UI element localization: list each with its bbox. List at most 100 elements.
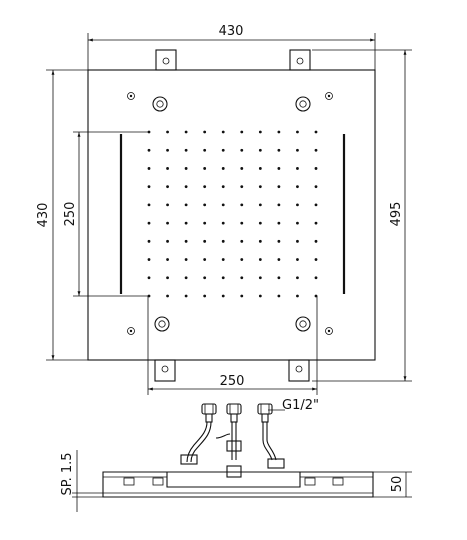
nozzle-dot	[147, 130, 151, 134]
dim-side-height-label: 50	[390, 476, 405, 493]
dim-right-height-label: 495	[389, 202, 404, 227]
valve-3	[257, 403, 273, 423]
nozzle-dot	[258, 203, 262, 207]
nozzle-dot	[240, 258, 244, 261]
nozzle-dot	[314, 148, 318, 152]
thread-label: G1/2"	[282, 398, 319, 413]
dim-inner-height: 250	[63, 131, 148, 297]
nozzle-dot	[314, 239, 318, 243]
nozzle-dot	[258, 148, 262, 152]
dim-inner-width: 250	[147, 296, 318, 395]
shower-body	[102, 471, 374, 498]
dim-top-width: 430	[87, 24, 376, 70]
dim-inner-width-label: 250	[220, 374, 245, 389]
dim-right-height: 495	[312, 49, 412, 382]
nozzle-dot	[258, 130, 262, 134]
dim-top-width-label: 430	[219, 24, 244, 39]
nozzle-dot	[166, 185, 169, 189]
nozzle-dot	[203, 185, 207, 189]
dim-plate-thickness-label: SP. 1.5	[60, 452, 75, 495]
nozzle-dot	[166, 294, 169, 298]
nozzle-dot	[258, 276, 262, 280]
nozzle-dot	[296, 130, 299, 134]
nozzle-dot	[296, 258, 299, 261]
nozzle-dot	[314, 185, 318, 189]
nozzle-dot	[147, 258, 151, 261]
nozzle-dot	[147, 221, 151, 225]
nozzle-dot	[221, 203, 225, 207]
nozzle-dot	[184, 294, 188, 298]
nozzle-dot	[203, 294, 207, 298]
nozzle-dot	[221, 294, 225, 298]
nozzle-dot	[296, 185, 299, 189]
nozzle-dot	[240, 294, 244, 298]
nozzle-dot	[277, 148, 281, 152]
nozzle-dot	[314, 167, 318, 170]
nozzle-dot	[221, 221, 225, 225]
nozzle-dot	[277, 239, 281, 243]
nozzle-dot	[240, 276, 244, 280]
nozzle-dot	[258, 239, 262, 243]
nozzle-dot	[221, 276, 225, 280]
nozzle-dot	[184, 258, 188, 261]
nozzle-dot	[184, 276, 188, 280]
nozzle-dot	[147, 167, 151, 170]
nozzle-dot	[184, 221, 188, 225]
nozzle-dot	[314, 221, 318, 225]
jet-circles	[152, 96, 311, 332]
nozzle-dot	[203, 167, 207, 170]
nozzle-dot	[277, 130, 281, 134]
side-view: G1/2" 50 SP. 1.5	[60, 398, 412, 512]
nozzle-dot	[203, 276, 207, 280]
nozzle-dot	[314, 130, 318, 134]
nozzle-dot	[166, 258, 169, 261]
dim-inner-height-label: 250	[63, 202, 78, 227]
nozzle-dot	[166, 221, 169, 225]
nozzle-dot	[221, 185, 225, 189]
nozzle-dot	[184, 239, 188, 243]
nozzle-dot	[166, 203, 169, 207]
nozzle-dot	[296, 221, 299, 225]
nozzle-dot	[221, 167, 225, 170]
nozzle-dot	[240, 185, 244, 189]
nozzle-dot	[147, 148, 151, 152]
nozzle-dot	[184, 130, 188, 134]
thread-callout: G1/2"	[268, 398, 319, 413]
nozzle-dot	[166, 130, 169, 134]
nozzle-dot	[258, 221, 262, 225]
nozzle-dot	[296, 239, 299, 243]
nozzle-dot	[277, 185, 281, 189]
nozzle-dot	[166, 167, 169, 170]
nozzle-dot	[296, 203, 299, 207]
nozzle-dot	[296, 294, 299, 298]
nozzle-dot	[184, 185, 188, 189]
nozzle-dot	[314, 276, 318, 280]
nozzle-dot	[203, 130, 207, 134]
dim-left-height: 430	[36, 69, 88, 361]
nozzle-dot	[147, 185, 151, 189]
nozzle-grid	[147, 130, 318, 298]
nozzle-dot	[240, 130, 244, 134]
nozzle-dot	[203, 221, 207, 225]
nozzle-dot	[203, 203, 207, 207]
dim-plate-thickness: SP. 1.5	[60, 450, 103, 512]
valve-1	[201, 403, 217, 423]
nozzle-dot	[221, 130, 225, 134]
nozzle-dot	[314, 258, 318, 261]
nozzle-dot	[221, 258, 225, 261]
nozzle-dot	[147, 276, 151, 280]
nozzle-dot	[184, 203, 188, 207]
bracket-bottom-right	[288, 359, 310, 382]
nozzle-dot	[240, 239, 244, 243]
nozzle-dot	[258, 167, 262, 170]
screw-holes	[127, 92, 333, 335]
nozzle-dot	[221, 148, 225, 152]
nozzle-dot	[296, 148, 299, 152]
bracket-top-left	[155, 49, 177, 71]
valve-2	[226, 403, 242, 423]
nozzle-dot	[221, 239, 225, 243]
dim-left-height-label: 430	[36, 203, 51, 228]
nozzle-dot	[277, 258, 281, 261]
nozzle-dot	[296, 167, 299, 170]
